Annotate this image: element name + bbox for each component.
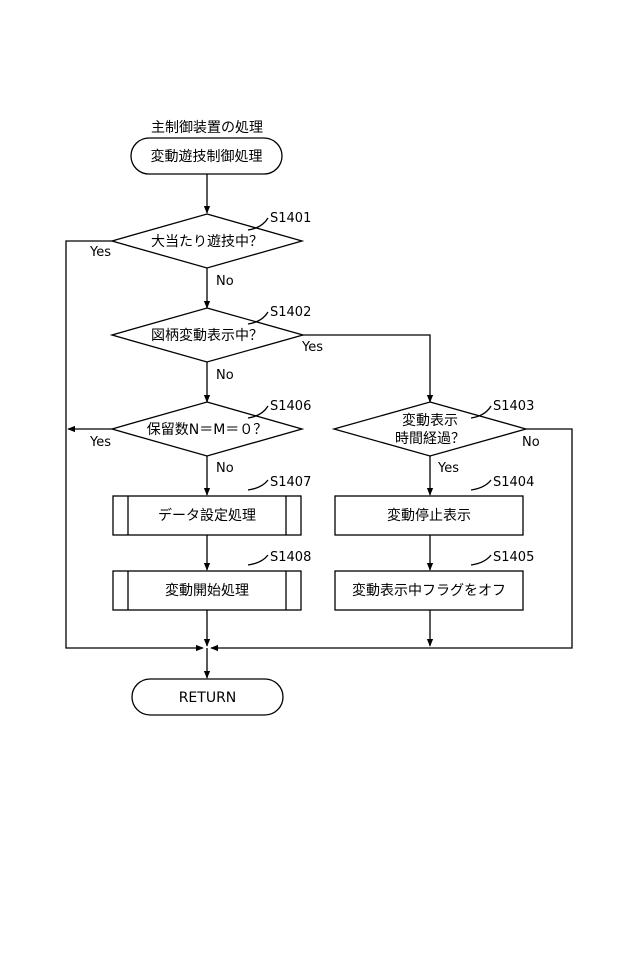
step-id-s1401: S1401	[270, 211, 311, 226]
decision-s1401-label: 大当たり遊技中？	[151, 234, 263, 250]
header-caption: 主制御装置の処理	[151, 120, 263, 136]
step-id-s1403: S1403	[493, 399, 534, 414]
decision-s1403-label-line1: 変動表示	[402, 412, 458, 429]
s1401-yes-label: Yes	[89, 245, 111, 260]
s1403-no-label: No	[522, 435, 540, 450]
s1406-no-label: No	[216, 461, 234, 476]
end-terminal-label: RETURN	[179, 690, 237, 706]
process-s1405-label: 変動表示中フラグをオフ	[352, 582, 506, 599]
s1402-yes-label: Yes	[301, 340, 323, 355]
step-id-s1408: S1408	[270, 550, 311, 565]
step-id-s1406: S1406	[270, 399, 311, 414]
step-id-s1405: S1405	[493, 550, 534, 565]
s1401-no-label: No	[216, 274, 234, 289]
step-id-s1402: S1402	[270, 305, 311, 320]
process-s1404-label: 変動停止表示	[387, 507, 471, 524]
s1403-yes-label: Yes	[437, 461, 459, 476]
decision-s1403-label-line2: 時間経過？	[395, 431, 465, 447]
decision-s1402-label: 図柄変動表示中？	[151, 327, 263, 344]
process-s1408-label: 変動開始処理	[165, 582, 249, 599]
s1402-no-label: No	[216, 368, 234, 383]
s1406-yes-label: Yes	[89, 435, 111, 450]
process-s1407-label: データ設定処理	[158, 507, 256, 524]
step-id-s1407: S1407	[270, 475, 311, 490]
step-id-s1404: S1404	[493, 475, 534, 490]
start-terminal-label: 変動遊技制御処理	[151, 148, 263, 165]
decision-s1406-label: 保留数N＝M＝０？	[147, 422, 268, 438]
